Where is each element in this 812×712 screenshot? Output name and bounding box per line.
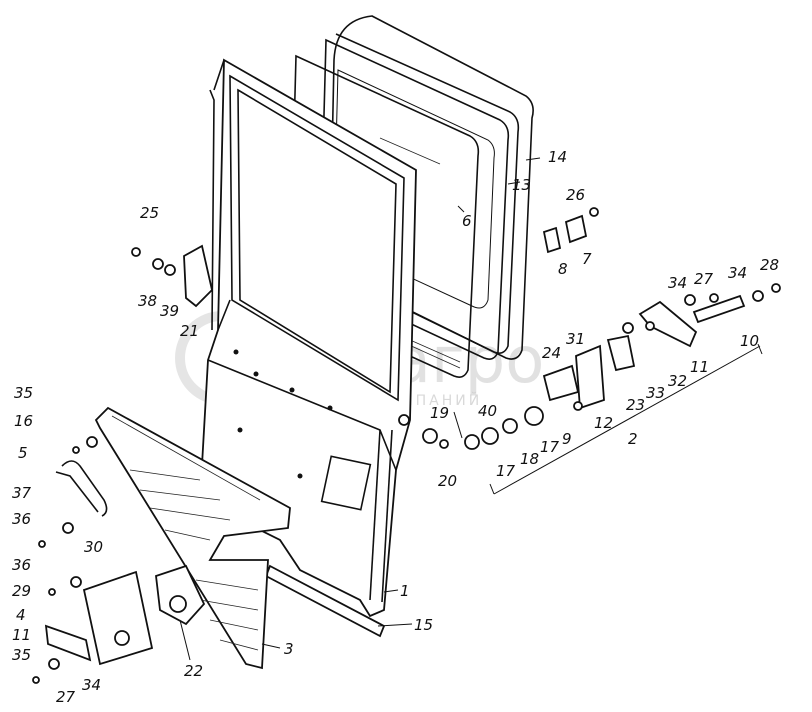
leader-lines: [179, 157, 763, 661]
callout-1: 1: [400, 582, 410, 600]
callout-25-top: 25: [140, 204, 159, 222]
part-10-pin: [692, 294, 746, 324]
part-7-clip: [564, 214, 588, 244]
callouts: 25 38 39 21 26 7 8 14 13 6 34 27 34 28 1…: [12, 148, 779, 706]
callout-23: 23: [626, 396, 645, 414]
callout-34-right-a: 34: [668, 274, 687, 292]
callout-36-b: 36: [12, 556, 31, 574]
callout-6: 6: [462, 212, 472, 230]
callout-30: 30: [84, 538, 103, 556]
part-11-handle-lower: [44, 624, 92, 662]
part-8-clip: [542, 226, 562, 254]
callout-29: 29: [12, 582, 31, 600]
callout-11-upper: 11: [690, 358, 709, 376]
part-22-lock: [155, 564, 206, 626]
callout-3: 3: [284, 640, 294, 658]
callout-12: 12: [594, 414, 613, 432]
callout-19: 19: [430, 404, 449, 422]
callout-17-a: 17: [540, 438, 560, 456]
callout-2: 2: [628, 430, 638, 448]
callout-38: 38: [138, 292, 157, 310]
callout-13: 13: [512, 176, 531, 194]
callout-11-lower: 11: [12, 626, 31, 644]
callout-34-bottom: 34: [82, 676, 101, 694]
part-22-lock-knob: [169, 595, 187, 613]
callout-27-bottom: 27: [56, 688, 76, 706]
part-1-door: [199, 58, 417, 618]
callout-26: 26: [566, 186, 585, 204]
callout-31: 31: [566, 330, 585, 348]
callout-37: 37: [12, 484, 32, 502]
callout-4: 4: [16, 606, 26, 624]
callout-39: 39: [160, 302, 179, 320]
callout-28: 28: [760, 256, 779, 274]
part-21-hinge: [183, 244, 213, 308]
callout-33: 33: [646, 384, 665, 402]
callout-16: 16: [14, 412, 33, 430]
callout-32: 32: [668, 372, 687, 390]
part-4-plate: [82, 570, 154, 666]
callout-35-bottom: 35: [12, 646, 31, 664]
callout-34-right-b: 34: [728, 264, 747, 282]
part-12-striker: [575, 344, 605, 410]
callout-22: 22: [184, 662, 203, 680]
callout-18: 18: [520, 450, 539, 468]
callout-7: 7: [582, 250, 592, 268]
part-5-handle: [61, 460, 108, 517]
part-3-panel: [94, 406, 291, 670]
callout-27-right: 27: [694, 270, 714, 288]
callout-8: 8: [558, 260, 568, 278]
part-23-bracket: [606, 334, 636, 372]
callout-5: 5: [18, 444, 28, 462]
callout-17-b: 17: [496, 462, 516, 480]
callout-40: 40: [478, 402, 497, 420]
callout-9: 9: [562, 430, 572, 448]
callout-15: 15: [414, 616, 433, 634]
callout-24: 24: [542, 344, 561, 362]
callout-10: 10: [740, 332, 759, 350]
fasteners: [32, 207, 781, 684]
part-24-latch: [542, 364, 580, 402]
callout-35-top: 35: [14, 384, 33, 402]
callout-21: 21: [180, 322, 199, 340]
callout-20: 20: [438, 472, 457, 490]
callout-36-a: 36: [12, 510, 31, 528]
callout-14: 14: [548, 148, 567, 166]
